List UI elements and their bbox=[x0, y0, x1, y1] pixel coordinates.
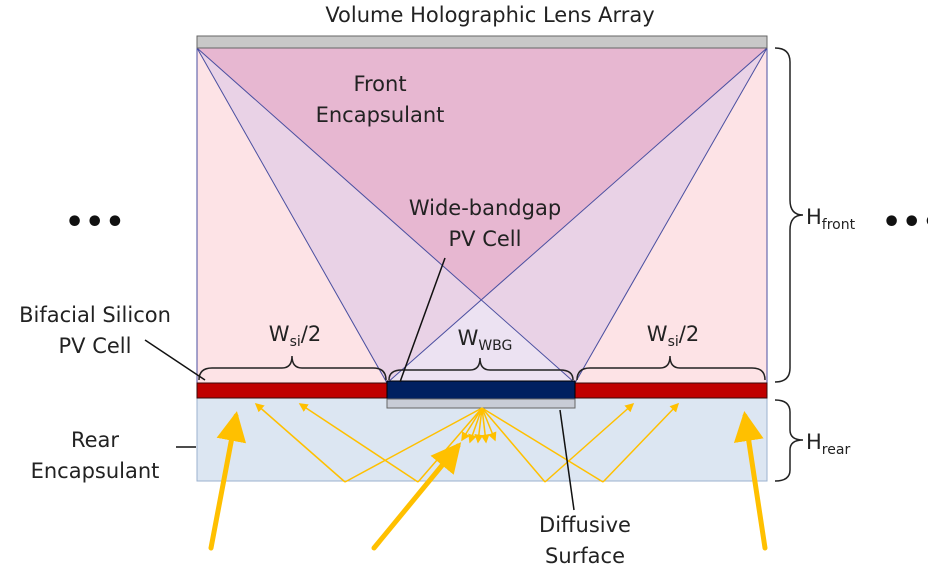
wbg-cell-label: Wide-bandgap PV Cell bbox=[390, 196, 580, 252]
hfront-sub: front bbox=[821, 217, 856, 233]
front-encapsulant-line1: Front bbox=[353, 72, 407, 96]
bifacial-cell-line2: PV Cell bbox=[58, 334, 132, 358]
front-triangle bbox=[197, 48, 767, 300]
incident-arrows bbox=[208, 411, 768, 551]
wwbg-label: WWBG bbox=[440, 326, 530, 359]
leader-lines bbox=[144, 257, 575, 511]
front-encapsulant-label: Front Encapsulant bbox=[290, 72, 470, 128]
width-braces bbox=[198, 355, 766, 381]
title: Volume Holographic Lens Array bbox=[325, 3, 655, 27]
wbg-cell-line2: PV Cell bbox=[448, 227, 522, 251]
wsi-left-tail: /2 bbox=[300, 322, 322, 346]
wwbg-sub: WBG bbox=[478, 338, 513, 354]
holographic-lens-plate bbox=[196, 35, 768, 49]
wsi-left-main: W bbox=[268, 322, 290, 346]
rear-encapsulant-label: Rear Encapsulant bbox=[25, 428, 165, 484]
diffusive-surface-label: Diffusive Surface bbox=[520, 513, 650, 569]
wsi-left-label: Wsi/2 bbox=[250, 322, 340, 355]
bifacial-cell-label: Bifacial Silicon PV Cell bbox=[10, 303, 180, 359]
ellipsis-left: ••• bbox=[65, 205, 126, 240]
wbg-cone bbox=[387, 300, 575, 383]
ray-lines bbox=[196, 47, 768, 384]
wsi-right-main: W bbox=[646, 322, 668, 346]
hrear-sub: rear bbox=[821, 442, 851, 458]
wwbg-main: W bbox=[457, 326, 479, 350]
wsi-left-sub: si bbox=[289, 334, 301, 350]
wsi-right-sub: si bbox=[667, 334, 679, 350]
wsi-right-tail: /2 bbox=[678, 322, 700, 346]
ellipsis-right: ••• bbox=[882, 205, 928, 240]
reflected-rays bbox=[254, 402, 680, 483]
hfront-label: Hfront bbox=[806, 205, 886, 238]
hrear-main: H bbox=[806, 430, 822, 454]
wsi-right-label: Wsi/2 bbox=[628, 322, 718, 355]
rear-encapsulant-line2: Encapsulant bbox=[30, 459, 160, 483]
diffusive-surface-line2: Surface bbox=[544, 544, 625, 568]
bifacial-cell-line1: Bifacial Silicon bbox=[19, 303, 171, 327]
hfront-main: H bbox=[806, 205, 822, 229]
height-braces bbox=[774, 47, 804, 482]
front-encapsulant-line2: Encapsulant bbox=[315, 103, 445, 127]
diffusive-surface bbox=[386, 398, 576, 409]
si-cell-left bbox=[196, 382, 388, 399]
diffusive-surface-line1: Diffusive bbox=[539, 513, 631, 537]
si-cell-right bbox=[574, 382, 768, 399]
wbg-cell bbox=[386, 380, 576, 400]
rear-encapsulant-line1: Rear bbox=[70, 428, 120, 452]
wbg-cell-line1: Wide-bandgap bbox=[408, 196, 562, 220]
hrear-label: Hrear bbox=[806, 430, 886, 463]
